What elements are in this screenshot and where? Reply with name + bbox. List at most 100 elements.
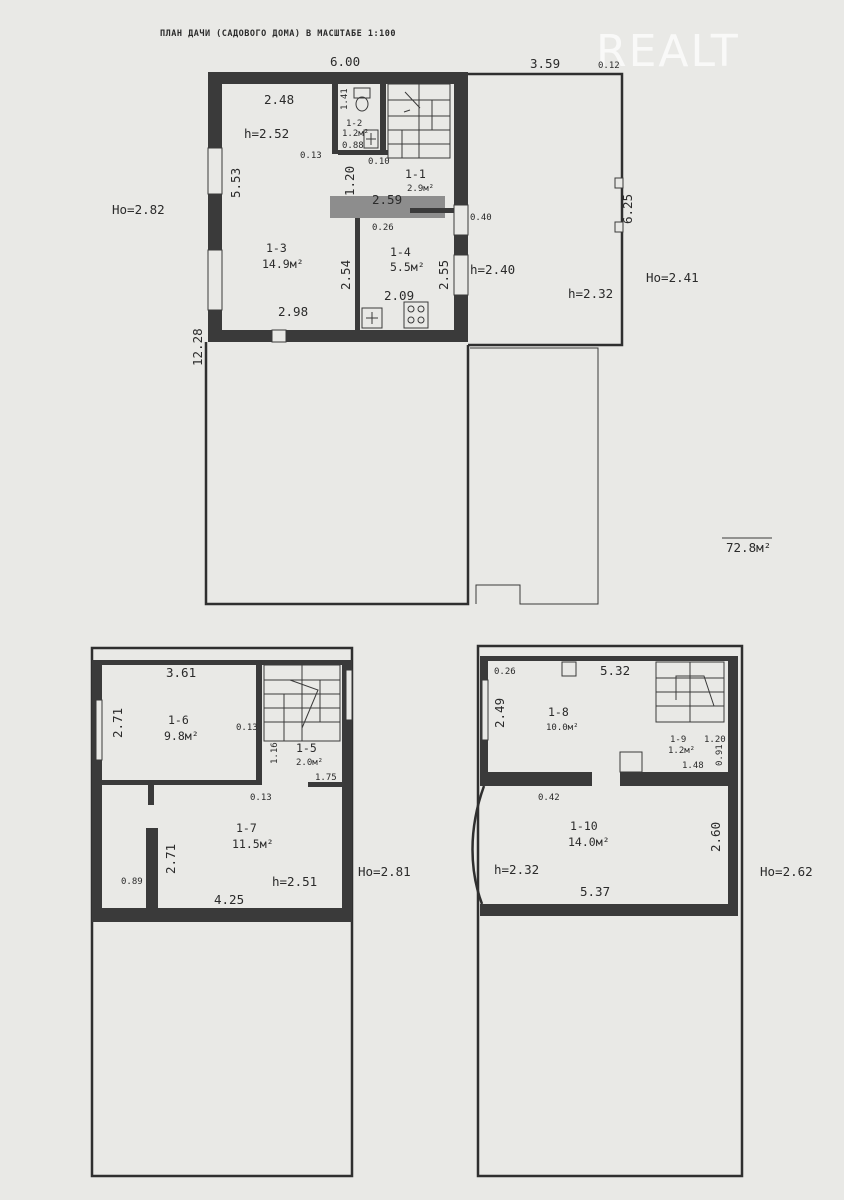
- height-label: h=2.52: [244, 126, 289, 141]
- dim-label: 0.89: [121, 877, 143, 887]
- dim-label: 1.75: [315, 773, 337, 783]
- stairs-icon: [655, 661, 725, 723]
- plan-outline: [90, 646, 354, 1178]
- room-area: 1.2м²: [342, 129, 369, 139]
- wall: [480, 656, 734, 661]
- dim-label: 2.09: [384, 288, 414, 303]
- extension-outline: [204, 342, 470, 606]
- wall: [728, 656, 738, 906]
- dim-label: 5.37: [580, 884, 610, 899]
- dim-label: 2.48: [264, 92, 294, 107]
- dim-label: 0.91: [715, 744, 725, 766]
- stairs-icon: [387, 83, 451, 159]
- dim-label: 0.10: [368, 157, 390, 167]
- room-area: 10.0м²: [546, 723, 579, 733]
- room-id: 1-6: [168, 713, 189, 727]
- height-label: h=2.32: [494, 862, 539, 877]
- plan-outline: [471, 785, 486, 905]
- room-area: 5.5м²: [390, 260, 425, 274]
- room-area: 14.9м²: [262, 257, 304, 271]
- stove-icon: [271, 329, 287, 343]
- room-id: 1-9: [670, 735, 686, 745]
- partition: [256, 665, 262, 785]
- partition: [102, 780, 262, 785]
- extension-outline: [470, 347, 599, 605]
- sink-icon: [363, 129, 379, 149]
- dim-label: 2.54: [338, 260, 353, 290]
- partition: [380, 84, 386, 154]
- window: [453, 204, 469, 236]
- wall: [480, 904, 738, 916]
- dim-label: 2.55: [436, 260, 451, 290]
- dim-label: 0.42: [538, 793, 560, 803]
- dim-label: 0.13: [250, 793, 272, 803]
- dim-label: 0.88: [342, 141, 364, 151]
- dim-label: 2.59: [372, 192, 402, 207]
- vent-icon: [561, 661, 577, 677]
- window: [614, 221, 624, 233]
- partition: [146, 828, 158, 908]
- dim-label: 0.13: [236, 723, 258, 733]
- sink-icon: [619, 751, 643, 773]
- wall: [208, 72, 468, 84]
- dim-label: 0.40: [470, 213, 492, 223]
- dim-label: 12.28: [190, 328, 205, 366]
- partition: [148, 785, 154, 805]
- room-area: 2.9м²: [407, 184, 434, 194]
- window: [207, 249, 223, 311]
- wall: [92, 660, 102, 922]
- window: [345, 669, 353, 721]
- room-area: 14.0м²: [568, 835, 610, 849]
- terrace-outline: [468, 72, 624, 347]
- partition: [355, 218, 360, 330]
- window: [95, 699, 103, 761]
- partition: [332, 84, 338, 154]
- dim-label: 4.25: [214, 892, 244, 907]
- partition: [308, 782, 342, 787]
- room-area: 9.8м²: [164, 729, 199, 743]
- window: [481, 679, 489, 741]
- height-label: Hо=2.41: [646, 270, 699, 285]
- window: [207, 147, 223, 195]
- room-id: 1-10: [570, 819, 598, 833]
- room-id: 1-2: [346, 119, 362, 129]
- total-area: 72.8м²: [726, 540, 771, 555]
- window: [453, 254, 469, 296]
- dim-label: 1.20: [342, 166, 357, 196]
- height-label: h=2.40: [470, 262, 515, 277]
- wall: [92, 908, 352, 922]
- room-id: 1-1: [405, 167, 426, 181]
- dim-label: 2.71: [163, 844, 178, 874]
- dim-label: 1.48: [682, 761, 704, 771]
- plan-title: ПЛАН ДАЧИ (САДОВОГО ДОМА) В МАСШТАБЕ 1:1…: [160, 29, 396, 39]
- dim-label: 0.26: [494, 667, 516, 677]
- room-id: 1-5: [296, 741, 317, 755]
- dim-label: 0.12: [598, 61, 620, 71]
- room-id: 1-7: [236, 821, 257, 835]
- room-id: 1-4: [390, 245, 411, 259]
- height-label: Hо=2.82: [112, 202, 165, 217]
- dim-label: 2.71: [110, 708, 125, 738]
- dim-label: 1.20: [704, 735, 726, 745]
- partition: [620, 772, 728, 786]
- dim-label: 1.16: [270, 742, 280, 764]
- wall: [92, 660, 346, 665]
- dim-label: 2.60: [708, 822, 723, 852]
- dim-label: 2.49: [492, 698, 507, 728]
- wall: [208, 330, 468, 342]
- height-label: Hо=2.81: [358, 864, 411, 879]
- dim-label: 3.59: [530, 56, 560, 71]
- wall: [342, 660, 352, 922]
- partition: [410, 208, 454, 213]
- dim-label: 0.26: [372, 223, 394, 233]
- dim-label: 5.32: [600, 663, 630, 678]
- partition: [480, 772, 592, 786]
- plan-right: 5.32 2.49 0.26 0.42 2.60 5.37 1.20 1.48 …: [471, 644, 813, 1178]
- cooktop-icon: [403, 301, 429, 329]
- plan-top: 6.00 3.59 0.12 2.48 5.53 12.28 6.25 2.59…: [112, 54, 699, 606]
- window: [614, 177, 624, 189]
- stairs-icon: [263, 664, 341, 742]
- dim-label: 6.25: [620, 194, 635, 224]
